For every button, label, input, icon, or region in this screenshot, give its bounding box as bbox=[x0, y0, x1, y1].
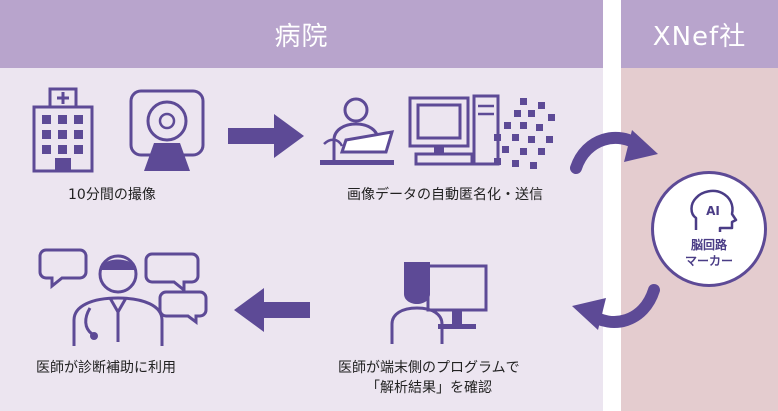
step-review-label-line1: 医師が端末側のプログラムで bbox=[338, 360, 520, 376]
hospital-building-icon bbox=[32, 87, 94, 173]
step-imaging-label: 10分間の撮像 bbox=[68, 187, 156, 203]
arrow-right-icon bbox=[228, 114, 304, 158]
arrow-left-icon bbox=[234, 288, 310, 332]
doctor-consult-icon bbox=[38, 248, 208, 346]
step-anonymize-label: 画像データの自動匿名化・送信 bbox=[347, 187, 543, 203]
ai-label-line1: 脳回路 bbox=[690, 238, 727, 252]
ai-icon-text: AI bbox=[706, 204, 720, 218]
mri-scanner-icon bbox=[129, 89, 205, 171]
pixel-data-icon bbox=[494, 98, 555, 169]
step-use-label: 医師が診断補助に利用 bbox=[36, 360, 176, 376]
ai-brain-marker-node: AI 脳回路 マーカー bbox=[651, 171, 767, 287]
doctor-desk-icon bbox=[320, 97, 395, 165]
curved-arrow-return-icon bbox=[572, 284, 660, 330]
company-header: XNef社 bbox=[621, 0, 778, 68]
ai-head-icon: AI bbox=[690, 189, 738, 232]
hospital-header: 病院 bbox=[0, 0, 603, 68]
computer-icon bbox=[408, 94, 500, 166]
ai-label-line2: マーカー bbox=[684, 254, 733, 268]
doctor-monitor-icon bbox=[390, 262, 488, 344]
hospital-panel bbox=[0, 0, 603, 411]
curved-arrow-down-icon bbox=[570, 130, 658, 174]
step-review-label-line2: 「解析結果」を確認 bbox=[366, 380, 492, 396]
